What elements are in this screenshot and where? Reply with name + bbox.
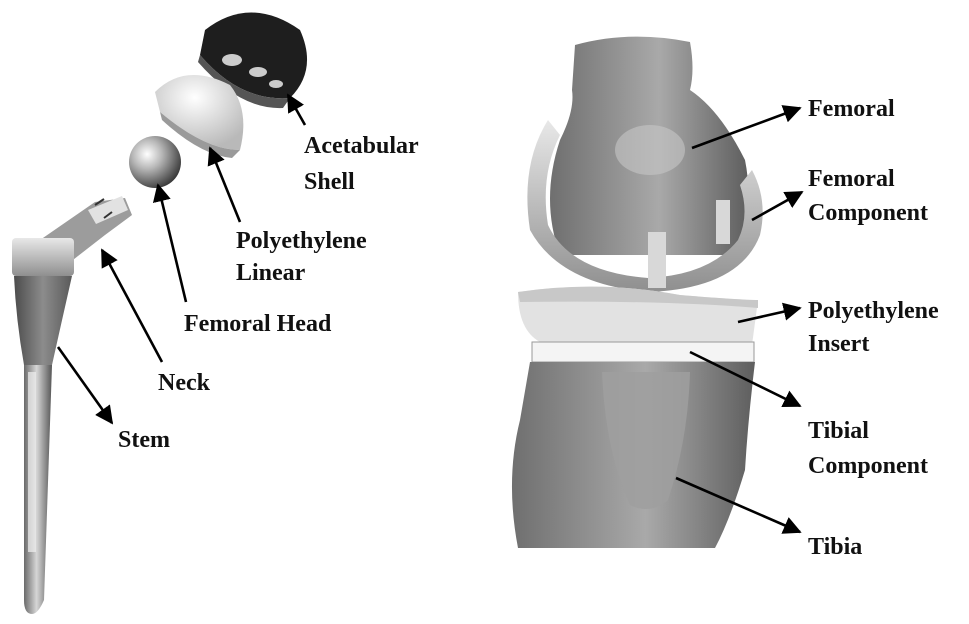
stem-sleeve bbox=[14, 276, 72, 365]
polyethylene-insert-part bbox=[518, 287, 758, 348]
label-femoral: Femoral bbox=[808, 96, 895, 122]
arrow-polyethylene-liner bbox=[210, 148, 240, 222]
label-polyethylene-insert-line1: Polyethylene bbox=[808, 298, 939, 324]
label-acetabular-shell-line2: Shell bbox=[304, 169, 355, 195]
stem-collar bbox=[12, 238, 74, 276]
label-acetabular-shell-line1: Acetabular bbox=[304, 133, 419, 159]
knee-implant bbox=[512, 37, 763, 548]
label-tibial-component-line1: Tibial bbox=[808, 418, 869, 444]
label-polyethylene-liner-line1: Polyethylene bbox=[236, 228, 367, 254]
label-femoral-component-line1: Femoral bbox=[808, 166, 895, 192]
femoral-head-ball bbox=[129, 136, 181, 188]
label-stem: Stem bbox=[118, 427, 170, 453]
label-neck: Neck bbox=[158, 370, 211, 396]
arrow-stem bbox=[58, 347, 112, 423]
arrow-acetabular-shell bbox=[288, 95, 305, 125]
label-polyethylene-liner-line2: Linear bbox=[236, 260, 306, 286]
label-femoral-head: Femoral Head bbox=[184, 311, 332, 337]
label-femoral-component-line2: Component bbox=[808, 200, 928, 226]
label-polyethylene-insert-line2: Insert bbox=[808, 331, 869, 357]
arrow-neck bbox=[102, 250, 162, 362]
tibial-tray bbox=[532, 342, 754, 362]
label-tibia: Tibia bbox=[808, 534, 862, 560]
arrow-femoral-head bbox=[158, 185, 186, 302]
label-tibial-component-line2: Component bbox=[808, 453, 928, 479]
